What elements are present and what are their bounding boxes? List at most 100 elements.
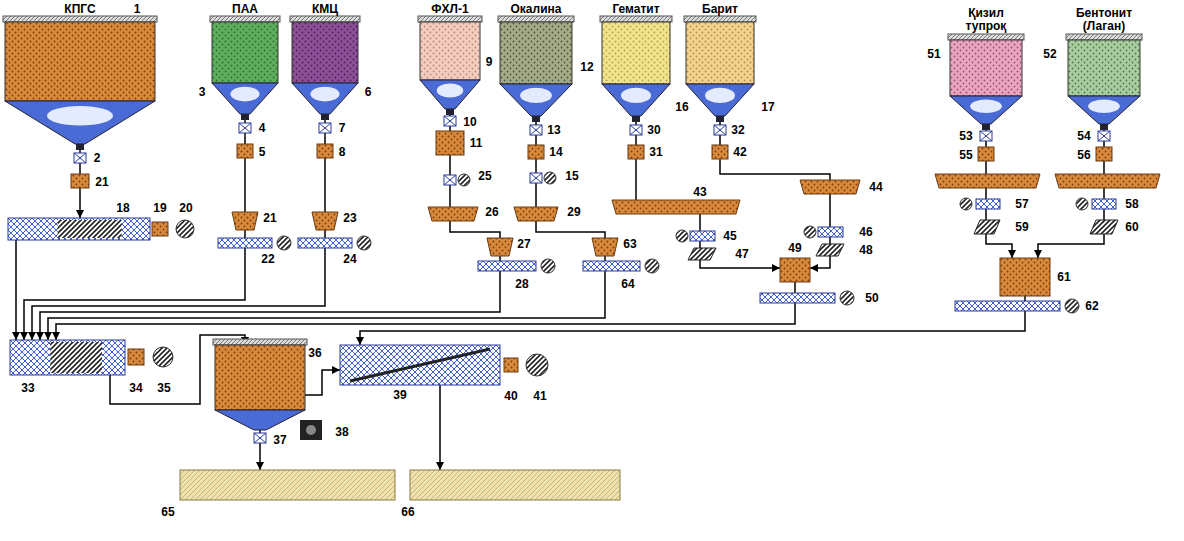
dosing-box <box>978 147 994 161</box>
hopper-highlight <box>1088 99 1120 113</box>
callout-number: 62 <box>1084 300 1099 313</box>
screw-conveyor <box>690 231 715 241</box>
hopper-outlet <box>446 109 454 115</box>
motor <box>645 259 659 273</box>
callout-number: 54 <box>1076 130 1091 143</box>
callout-number: 42 <box>732 146 747 159</box>
valve <box>530 173 542 183</box>
callout-number: 52 <box>1043 48 1056 61</box>
hopper-lid <box>600 16 672 22</box>
hopper-body <box>686 22 754 84</box>
node-outline <box>8 218 150 240</box>
callout-number: 61 <box>1057 271 1070 284</box>
valve <box>714 125 726 135</box>
feeder-hopper <box>232 212 258 230</box>
storage-hopper: КПГС1 <box>5 22 155 150</box>
feeder-hopper <box>312 212 338 230</box>
hopper-body <box>602 22 670 84</box>
node-outline <box>340 345 500 385</box>
motor <box>676 230 688 242</box>
hopper-title: ПАА <box>232 3 258 16</box>
valve-mark <box>239 123 251 133</box>
hopper-title: Бентонит (Лаган) <box>1069 7 1139 33</box>
hopper-outlet <box>76 144 84 150</box>
hopper-cone <box>1068 96 1140 124</box>
screw-conveyor <box>955 301 1060 311</box>
callout-number: 43 <box>692 186 707 199</box>
dispenser <box>974 220 1000 234</box>
valve-mark <box>714 125 726 135</box>
equipment-unit: 33 <box>10 340 125 375</box>
tray <box>800 180 860 194</box>
callout-number: 1 <box>134 3 141 16</box>
motor <box>153 347 173 367</box>
hopper-outlet <box>1100 124 1108 130</box>
motor <box>544 172 556 184</box>
callout-number: 19 <box>152 202 167 215</box>
callout-number: 34 <box>128 382 143 395</box>
hopper-body <box>420 22 480 80</box>
hopper-lid <box>3 16 157 22</box>
storage-hopper: Қизил тупроқ51 <box>950 40 1022 130</box>
flow-line <box>636 122 780 268</box>
dosing-box <box>237 144 253 158</box>
valve <box>444 116 456 126</box>
hopper-cone <box>500 84 572 116</box>
node-outline <box>215 345 305 430</box>
callout-number: 22 <box>260 253 275 266</box>
callout-number: 38 <box>334 426 349 439</box>
node-outline <box>780 258 810 282</box>
motor <box>840 291 854 305</box>
hopper-highlight <box>230 87 259 102</box>
equipment-unit: 36 <box>215 345 305 430</box>
hopper-highlight <box>970 99 1002 113</box>
callout-number: 37 <box>272 434 287 447</box>
valve <box>239 123 251 133</box>
callout-number: 46 <box>858 226 873 239</box>
callout-number: 32 <box>730 124 745 137</box>
storage-bin <box>180 470 395 500</box>
callout-number: 47 <box>734 248 749 261</box>
equipment-unit: 39 <box>340 345 500 385</box>
node-outline <box>950 40 1022 130</box>
motor <box>541 259 555 273</box>
hopper-lid <box>684 16 756 22</box>
tray <box>514 207 558 221</box>
callout-number: 39 <box>393 389 406 402</box>
callout-number: 14 <box>548 146 563 159</box>
callout-number: 50 <box>864 292 879 305</box>
storage-hopper: ПАА3 <box>212 22 278 120</box>
hopper-highlight <box>705 88 735 103</box>
valve-mark <box>444 175 456 185</box>
valve-mark <box>74 153 86 163</box>
hopper-outlet <box>632 116 640 122</box>
valve-mark <box>630 125 642 135</box>
callout-number: 21 <box>262 212 277 225</box>
tray <box>1055 174 1160 188</box>
hopper-body <box>500 22 572 84</box>
screw-conveyor <box>818 227 843 237</box>
callout-number: 64 <box>620 278 635 291</box>
node-outline <box>292 22 358 120</box>
dosing-box <box>128 349 144 365</box>
flow-line <box>32 120 325 340</box>
dosing-box <box>504 358 518 372</box>
hopper-title: Қизил тупроқ <box>956 7 1016 33</box>
storage-hopper: ФХЛ-19 <box>420 22 480 115</box>
motor <box>176 220 194 238</box>
motor <box>277 236 291 250</box>
motor <box>526 354 548 376</box>
hopper-body <box>1068 40 1140 96</box>
hopper-title: КПГС <box>64 3 95 16</box>
dispenser <box>688 248 716 260</box>
screw-conveyor <box>298 238 352 248</box>
motor <box>1076 198 1088 210</box>
callout-number: 10 <box>462 116 477 129</box>
hopper-cone <box>420 80 480 109</box>
screw-conveyor <box>760 293 835 303</box>
tray <box>612 200 740 214</box>
hopper-lid <box>210 16 280 22</box>
inclined-screw-shaft <box>350 349 490 381</box>
flow-line <box>15 240 17 340</box>
flow-line <box>439 385 441 470</box>
